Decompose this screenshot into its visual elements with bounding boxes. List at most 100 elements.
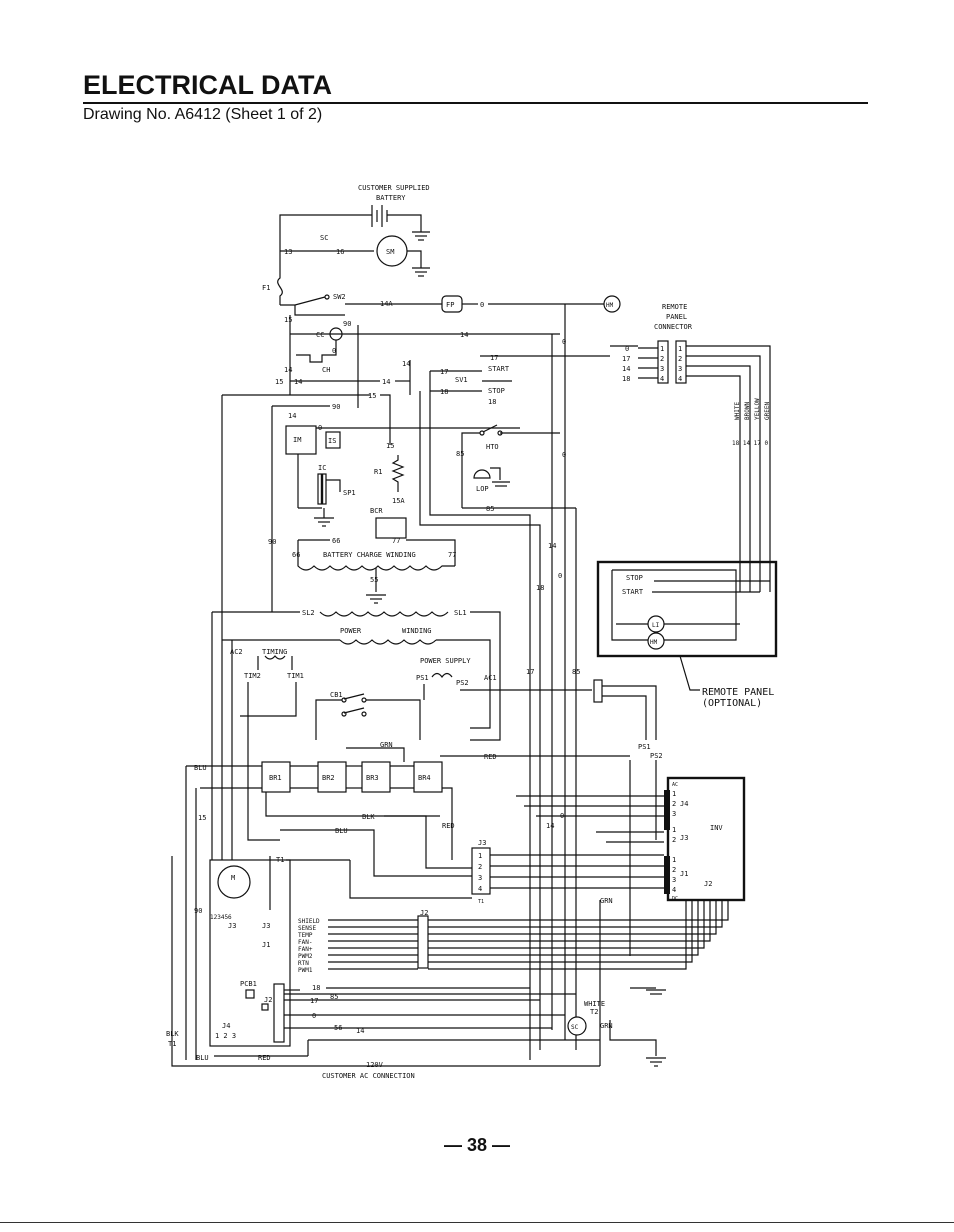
- svg-text:0: 0: [562, 451, 566, 459]
- svg-text:PWM2: PWM2: [298, 953, 313, 960]
- svg-text:18: 18: [536, 584, 544, 592]
- motor-icon: [217, 865, 251, 899]
- svg-text:TEMP: TEMP: [298, 932, 313, 939]
- power-supply-label: POWER SUPPLY: [420, 657, 471, 665]
- remote-panel-box: STOP START LI HM: [596, 560, 778, 658]
- power-label: POWER: [340, 627, 362, 635]
- svg-text:YELLOW: YELLOW: [754, 398, 761, 420]
- svg-text:1: 1: [660, 345, 664, 353]
- svg-text:WHITE: WHITE: [734, 402, 741, 420]
- svg-text:18: 18: [312, 984, 320, 992]
- ac1-label: AC1: [484, 674, 497, 682]
- ic-label: IC: [318, 464, 326, 472]
- r1-label: R1: [374, 468, 382, 476]
- svg-text:85: 85: [486, 505, 494, 513]
- svg-text:17: 17: [490, 354, 498, 362]
- svg-text:J2: J2: [704, 880, 712, 888]
- cc-label: CC: [316, 331, 324, 339]
- svg-text:90: 90: [332, 403, 340, 411]
- svg-text:4: 4: [672, 886, 676, 894]
- wire-label-13: 13: [284, 248, 292, 256]
- ch-label: CH: [322, 366, 330, 374]
- svg-text:15: 15: [386, 442, 394, 450]
- svg-text:14: 14: [622, 365, 630, 373]
- pcb-box: M 123456 J3 J3 J1 PCB1 J2 J4 1 2 3: [209, 859, 291, 1047]
- blu-label-2: BLU: [335, 827, 348, 835]
- battery-charge-winding-label: BATTERY CHARGE WINDING: [323, 551, 416, 559]
- page-title: ELECTRICAL DATA: [83, 70, 332, 100]
- svg-text:3: 3: [478, 874, 482, 882]
- battery-charge-winding: [297, 540, 455, 571]
- svg-text:85: 85: [572, 668, 580, 676]
- remote-start-label: START: [622, 588, 644, 596]
- svg-text:0: 0: [560, 812, 564, 820]
- remote-panel-label: REMOTE PANEL: [702, 687, 774, 698]
- svg-text:4: 4: [660, 375, 664, 383]
- stop-label: STOP: [488, 387, 505, 395]
- ps-connector: [593, 679, 603, 703]
- svg-text:J3: J3: [680, 834, 688, 842]
- sc-label: SC: [320, 234, 328, 242]
- ac2-label: AC2: [230, 648, 243, 656]
- ps2-label: PS2: [456, 679, 469, 687]
- svg-text:90: 90: [343, 320, 351, 328]
- bridge-rectifier-br2: BR2: [317, 761, 347, 793]
- svg-text:14: 14: [356, 1027, 364, 1035]
- svg-text:PS1: PS1: [638, 743, 651, 751]
- battery-icon: [279, 205, 422, 251]
- svg-text:BROWN: BROWN: [744, 402, 751, 420]
- svg-text:BLK: BLK: [166, 1030, 179, 1038]
- ground-icon-2: [412, 267, 430, 277]
- svg-text:0: 0: [558, 572, 562, 580]
- svg-text:14: 14: [548, 542, 556, 550]
- wire-label-0: 0: [480, 301, 484, 309]
- svg-text:J1: J1: [680, 870, 688, 878]
- svg-text:14: 14: [294, 378, 302, 386]
- svg-text:2: 2: [660, 355, 664, 363]
- svg-text:18 14 17 0: 18 14 17 0: [732, 440, 769, 447]
- svg-text:FAN-: FAN-: [298, 939, 312, 946]
- tim2-label: TIM2: [244, 672, 261, 680]
- drawing-number: Drawing No. A6412 (Sheet 1 of 2): [83, 106, 323, 123]
- ac-connection-label: CUSTOMER AC CONNECTION: [322, 1072, 415, 1080]
- sw2-label: SW2: [333, 293, 346, 301]
- svg-text:BR3: BR3: [366, 774, 379, 782]
- j2-connector-label: J2: [420, 909, 428, 917]
- red-label-3: RED: [258, 1054, 271, 1062]
- t2-label: T2: [590, 1008, 598, 1016]
- svg-text:123456: 123456: [210, 914, 232, 921]
- remote-connector-label-3: CONNECTOR: [654, 323, 693, 331]
- fp-label: FP: [446, 301, 454, 309]
- svg-text:66: 66: [332, 537, 340, 545]
- svg-text:85: 85: [330, 993, 338, 1001]
- svg-text:0: 0: [332, 347, 336, 355]
- ground-icon-5: [366, 594, 386, 604]
- remote-stop-label: STOP: [626, 574, 643, 582]
- page-number: — 38 —: [443, 1135, 511, 1155]
- ground-icon-7: [646, 1057, 666, 1067]
- svg-text:J4: J4: [680, 800, 688, 808]
- sp1-label: SP1: [343, 489, 356, 497]
- fuse-icon: [277, 251, 283, 305]
- svg-text:14: 14: [284, 366, 292, 374]
- j3-connector: [471, 847, 491, 895]
- remote-connector-label-2: PANEL: [666, 313, 687, 321]
- svg-text:2: 2: [478, 863, 482, 871]
- wire-color-labels: WHITE BROWN YELLOW GREEN 18 14 17 0: [732, 398, 771, 447]
- svg-text:14: 14: [460, 331, 468, 339]
- ground-icon-4: [492, 481, 510, 487]
- red-label: RED: [484, 753, 497, 761]
- bridge-rectifier-br1: BR1: [261, 761, 291, 793]
- svg-text:BR4: BR4: [418, 774, 431, 782]
- red-label-2: RED: [442, 822, 455, 830]
- resistor-icon: [391, 455, 405, 492]
- sl2-label: SL2: [302, 609, 315, 617]
- svg-text:RTN: RTN: [298, 960, 309, 967]
- inverter-box: INV AC 123 J4 12 J3 1234 J1 J2 DC: [664, 776, 746, 902]
- svg-text:77: 77: [392, 537, 400, 545]
- svg-text:3: 3: [660, 365, 664, 373]
- j2-connector: [417, 915, 429, 969]
- svg-text:T1: T1: [478, 899, 484, 905]
- svg-text:2: 2: [678, 355, 682, 363]
- svg-text:17: 17: [526, 668, 534, 676]
